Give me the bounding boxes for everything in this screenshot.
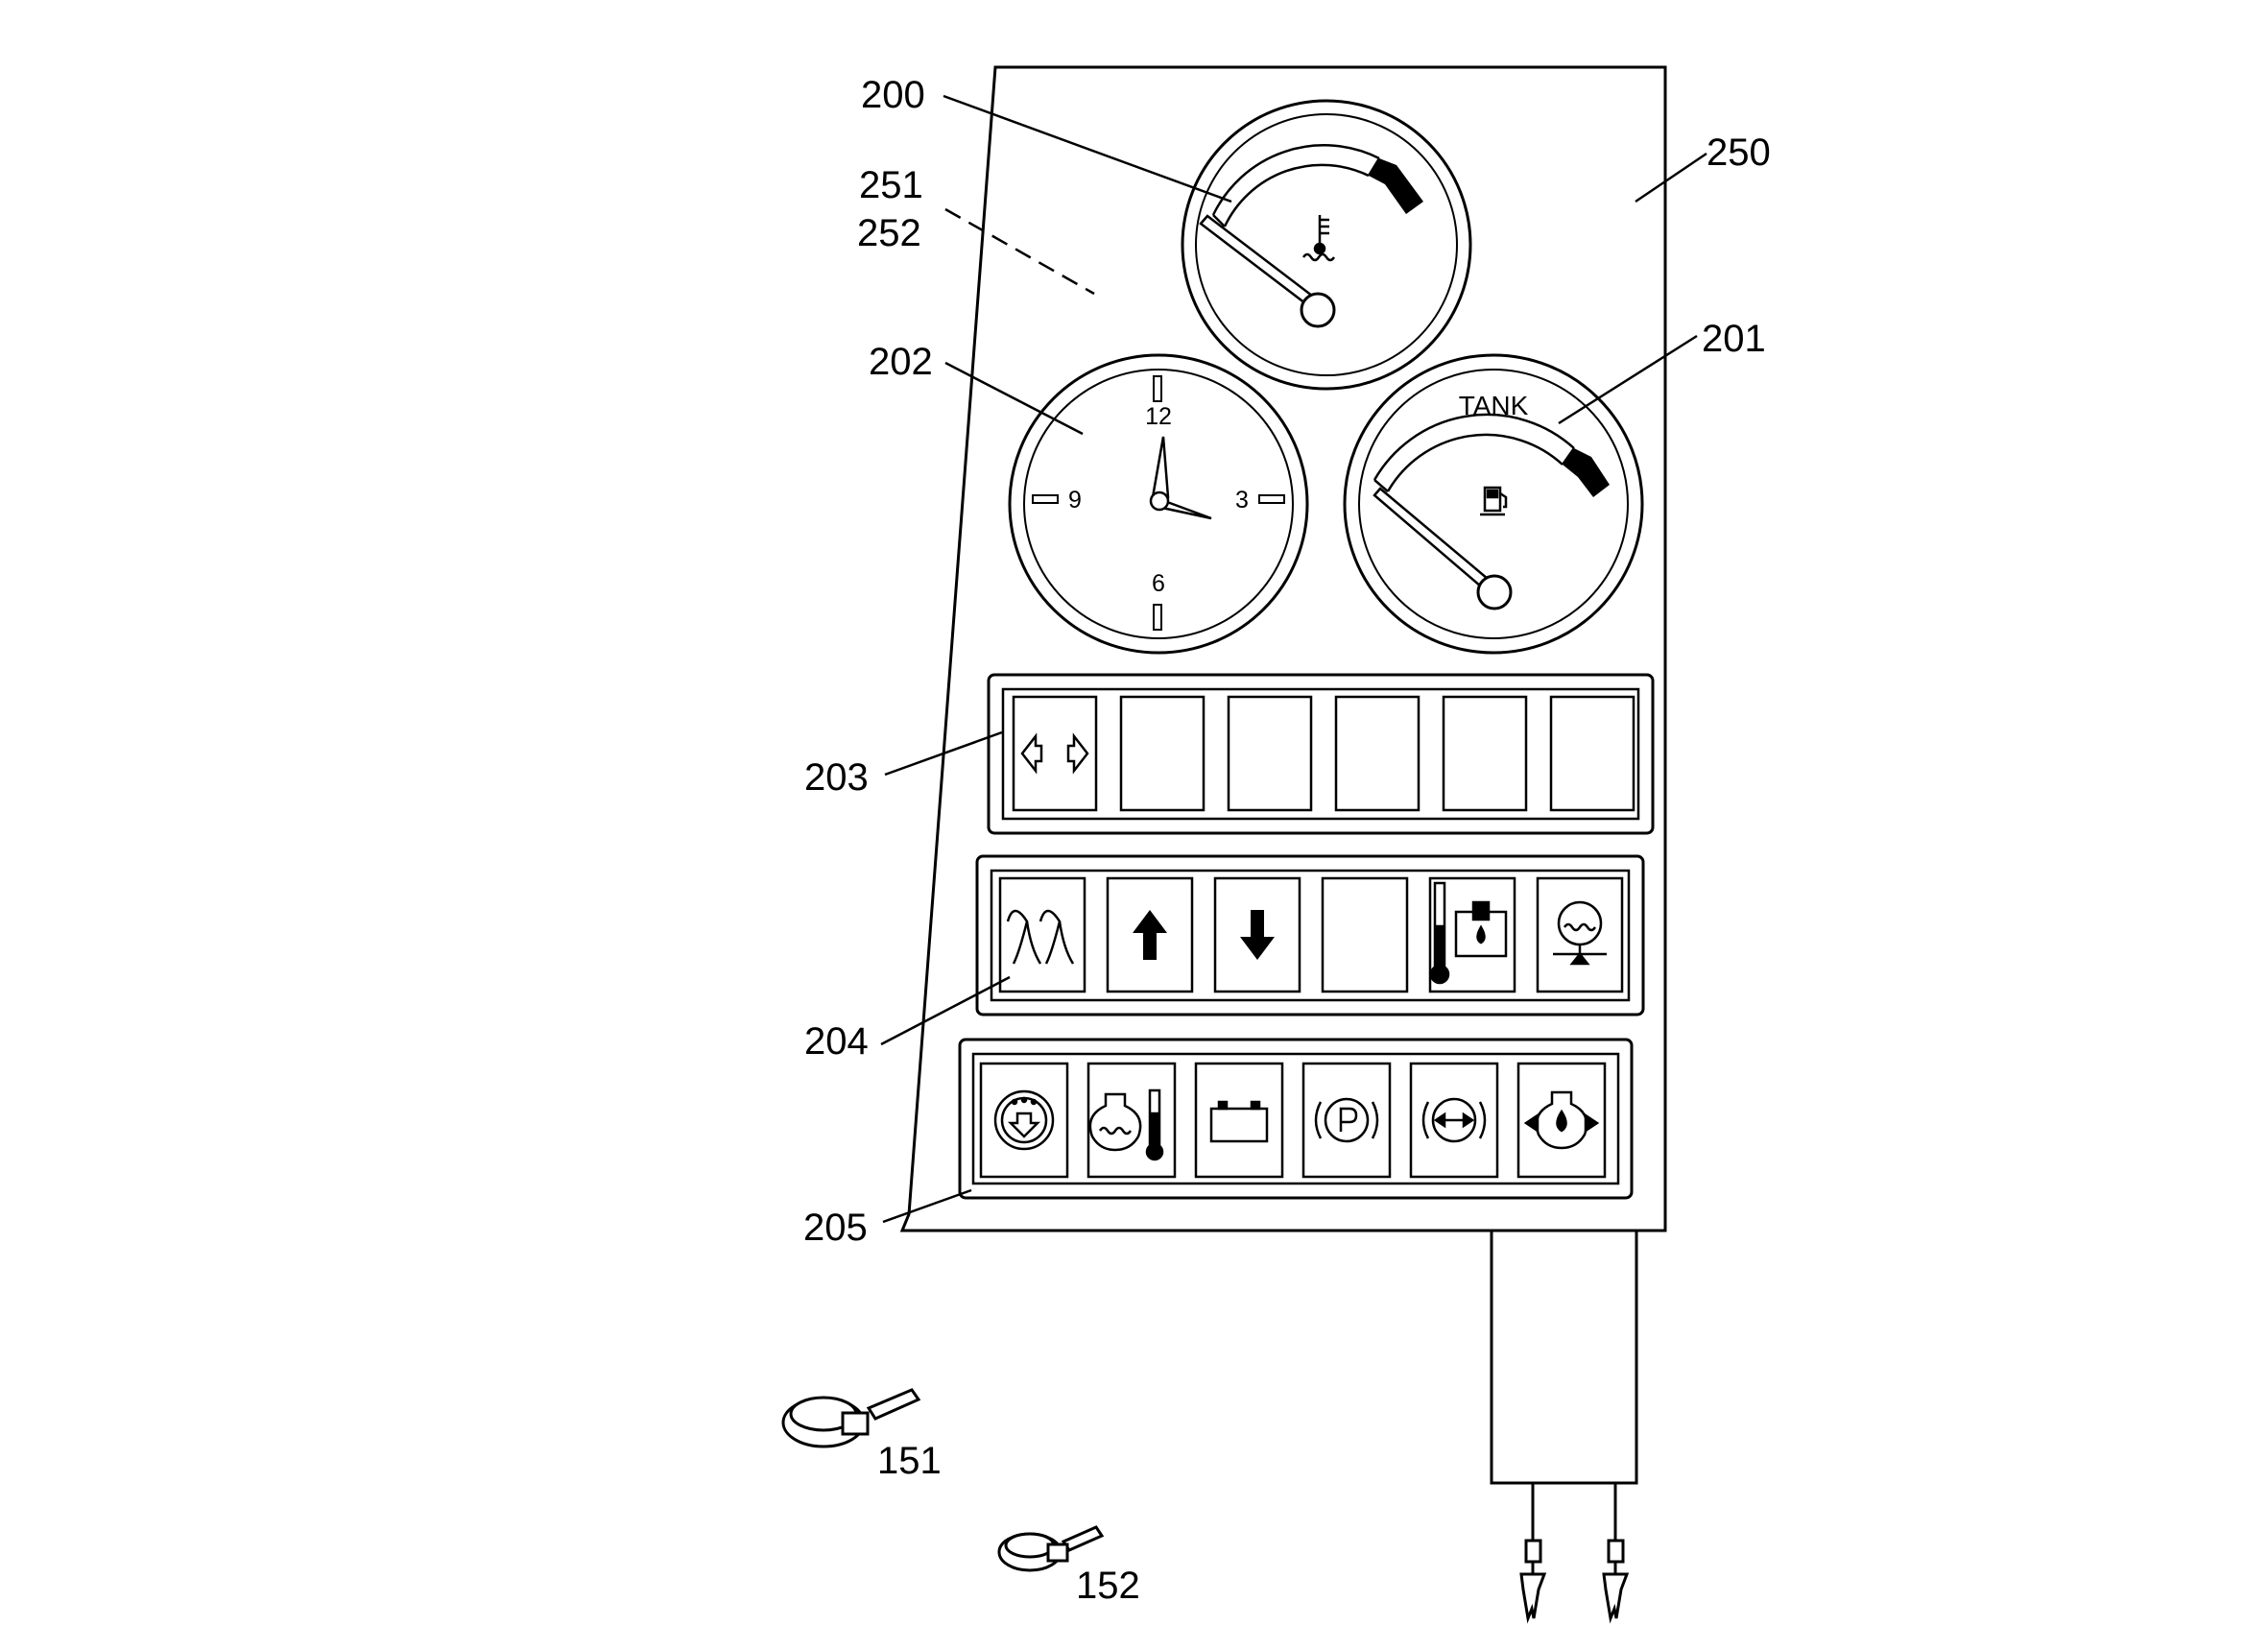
clock-number-6: 6 [1152,570,1165,597]
glow-plug-icon [1006,909,1075,965]
tick-12 [1153,375,1162,402]
cable-harness [1490,1231,1638,1624]
air-filter-icon [993,1089,1055,1151]
coolant-temperature-gauge [1181,99,1472,391]
tick-6 [1153,604,1162,631]
engine-oil-pressure-indicator [1516,1062,1607,1179]
callout-251: 251 [859,164,923,206]
temperature-needle [1199,214,1336,328]
clock-gauge: 12 3 6 9 [1008,353,1309,655]
warning-lamp-blank [1119,695,1206,812]
tick-3 [1258,494,1285,504]
clock-number-12: 12 [1145,403,1172,430]
cable-tie-151 [781,1388,921,1448]
callout-205: 205 [803,1207,868,1249]
leader-lines [880,94,1707,1224]
indicator-bank-203 [987,673,1655,835]
connector-right [1602,1539,1630,1624]
connector-left [1519,1539,1547,1624]
coolant-temperature-icon [1088,1088,1164,1161]
fuel-needle [1373,487,1513,610]
warning-lamp-blank [1334,695,1420,812]
battery-charge-indicator [1194,1062,1284,1179]
turn-signal-indicator [1012,695,1098,812]
tick-9 [1032,494,1059,504]
callout-204: 204 [804,1020,869,1063]
fuel-tank-gauge: TANK [1343,353,1644,655]
raise-indicator [1106,876,1194,993]
panel-body [899,65,1667,1232]
arrow-down-icon [1240,910,1275,960]
callout-152: 152 [1076,1565,1140,1607]
warning-lamp-blank [1321,876,1409,993]
indicator-bank-204 [975,854,1645,1016]
fuel-pump-icon [1480,486,1508,516]
clock-number-3: 3 [1235,487,1249,514]
callout-252: 252 [857,212,921,254]
temperature-redzone [1369,158,1423,214]
callout-201: 201 [1702,318,1766,360]
arrow-up-icon [1133,910,1167,960]
hydraulic-oil-temperature-icon [1429,881,1508,985]
clock-minute-hand [1151,436,1170,499]
warning-lamp-blank [1549,695,1635,812]
cable-tie-152 [997,1525,1105,1572]
water-separator-indicator [1536,876,1624,993]
clock-number-9: 9 [1068,487,1082,514]
glow-plug-indicator [998,876,1086,993]
indicator-bank-205 [958,1038,1634,1200]
parking-brake-icon [1314,1097,1379,1143]
parking-brake-indicator [1301,1062,1392,1179]
lower-indicator [1213,876,1301,993]
turn-signal-icon [1020,732,1089,775]
brake-pressure-indicator [1409,1062,1499,1179]
battery-icon [1209,1100,1269,1143]
hydraulic-oil-temperature-indicator [1428,876,1516,993]
coolant-temperature-indicator [1086,1062,1177,1179]
callout-202: 202 [869,341,933,383]
engine-oil-pressure-icon [1523,1090,1600,1150]
callout-200: 200 [861,74,925,116]
coolant-thermometer-icon [1301,215,1336,262]
brake-pressure-icon [1421,1097,1487,1143]
water-separator-icon [1553,900,1607,966]
fuel-redzone [1563,448,1610,497]
callout-250: 250 [1707,132,1771,174]
warning-lamp-blank [1227,695,1313,812]
warning-lamp-blank [1442,695,1528,812]
callout-203: 203 [804,756,869,799]
callout-151: 151 [877,1440,942,1482]
air-filter-indicator [979,1062,1069,1179]
